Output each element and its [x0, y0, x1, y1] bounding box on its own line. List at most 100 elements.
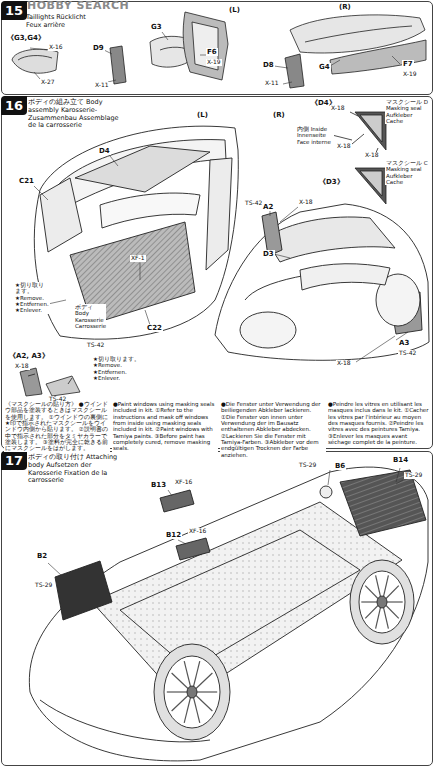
- taillight-parts: [12, 49, 58, 73]
- chassis-underside: [320, 486, 332, 498]
- leader-line: [356, 336, 395, 362]
- window-part: [20, 368, 42, 396]
- leader-line: [48, 468, 403, 576]
- step-number: 16: [1, 96, 27, 115]
- chassis-underside: [29, 467, 428, 761]
- part-name: F6: [206, 48, 218, 56]
- masking-seal: [352, 134, 364, 144]
- leader-line: [178, 540, 186, 544]
- part-name: A3: [398, 339, 410, 347]
- window-part: [28, 374, 35, 376]
- chassis-underside: [160, 490, 194, 512]
- paint-code: TS-42: [86, 342, 105, 349]
- paint-code: TS-29: [298, 462, 317, 469]
- wheel: [365, 606, 378, 619]
- leader-line: [283, 82, 292, 84]
- callout-note: ★切り取ります。 ★Remove. ★Entfernen. ★Enlever.: [14, 282, 50, 314]
- wheel: [154, 644, 230, 740]
- paint-code: TS-29: [404, 472, 423, 479]
- wheel: [187, 686, 197, 698]
- view-label: 《D3》: [318, 178, 345, 186]
- wheel: [164, 656, 220, 728]
- instruction-note: ●Peindre les vitres en utilisant les mas…: [327, 401, 431, 445]
- taillight-parts: [12, 12, 426, 88]
- chassis-underside: [176, 538, 210, 560]
- leader-line: [328, 470, 330, 485]
- leader-line: [168, 490, 172, 496]
- leader-line: [396, 480, 403, 484]
- paint-code: XF-16: [174, 479, 193, 486]
- part-name: C22: [146, 324, 163, 332]
- wheel: [172, 673, 188, 689]
- wheel: [194, 661, 200, 686]
- part-name: B12: [165, 531, 182, 539]
- body-shell-inside: [34, 126, 238, 339]
- part-name: G3: [150, 23, 163, 31]
- body-shell-outside: [215, 204, 429, 360]
- taillight-parts: [330, 40, 426, 74]
- body-shell-outside: [215, 204, 429, 360]
- part-name: B2: [36, 552, 48, 560]
- step-title: ボディの取り付け Attaching body Aufsetzen der Ka…: [28, 454, 120, 485]
- instruction-note: ●Paint windows using masking seals inclu…: [112, 401, 218, 452]
- step-title: Taillights Rücklicht Feux arrière: [26, 14, 88, 30]
- paint-code: X-19: [206, 59, 222, 66]
- masking-seal: [355, 112, 386, 150]
- leader-line: [34, 186, 48, 200]
- leader-line: [48, 300, 66, 304]
- callout-note: マスクシール C Masking seal Aufkleber Cache: [385, 160, 431, 185]
- callout-note: ボディ Body Karosserie Carrosserie: [74, 304, 106, 329]
- wheel: [359, 571, 405, 633]
- paint-code: X-11: [94, 82, 110, 89]
- view-label: (R): [338, 3, 352, 11]
- masking-seal: [350, 112, 358, 116]
- wheel: [365, 586, 378, 599]
- wheel: [197, 691, 217, 692]
- wheel: [350, 560, 414, 644]
- wheel: [184, 698, 190, 723]
- part-name: A2: [262, 203, 274, 211]
- paint-code: X-18: [330, 105, 346, 112]
- paint-code: X-18: [336, 360, 352, 367]
- wheel: [384, 575, 389, 596]
- paint-code: XF-1: [130, 255, 146, 262]
- leader-line: [110, 156, 118, 166]
- part-name: B13: [150, 481, 167, 489]
- leader-line: [104, 50, 112, 54]
- leader-line: [30, 48, 47, 50]
- paint-code: X-18: [298, 199, 314, 206]
- paint-code: X-11: [264, 80, 280, 87]
- leader-line: [392, 56, 400, 64]
- leader-line: [140, 263, 141, 280]
- body-shell-outside: [265, 217, 395, 262]
- step-number: 15: [1, 1, 27, 20]
- leader-line: [330, 60, 340, 66]
- body-shell-outside: [240, 312, 296, 348]
- paint-code: X-18: [364, 152, 380, 159]
- part-name: D9: [92, 44, 105, 52]
- step-panel: 17ボディの取り付け Attaching body Aufsetzen der …: [1, 451, 433, 766]
- paint-code: X-27: [40, 79, 56, 86]
- callout-note: 内側 Inside Innenseite Face interne: [296, 126, 334, 145]
- body-shell-inside: [75, 146, 210, 192]
- view-label: (L): [196, 111, 209, 119]
- part-name: G4: [318, 63, 331, 71]
- body-shell-inside: [206, 158, 232, 270]
- wheel: [384, 608, 389, 629]
- step-title: ボディの組み立て Body assembly Karosserie-Zusamm…: [28, 99, 120, 130]
- step-number: 17: [1, 451, 27, 470]
- part-name: D8: [262, 61, 275, 69]
- chassis-underside: [340, 470, 426, 536]
- view-label: 《G3,G4》: [6, 34, 46, 42]
- part-name: F7: [402, 60, 414, 68]
- leader-line: [145, 310, 150, 325]
- wheel: [377, 596, 387, 608]
- wheel: [194, 698, 200, 723]
- wheel: [154, 560, 414, 740]
- wheel: [386, 606, 399, 619]
- taillight-parts: [183, 12, 228, 80]
- part-name: D4: [98, 147, 111, 155]
- window-part: [46, 376, 80, 396]
- wheel: [196, 673, 212, 689]
